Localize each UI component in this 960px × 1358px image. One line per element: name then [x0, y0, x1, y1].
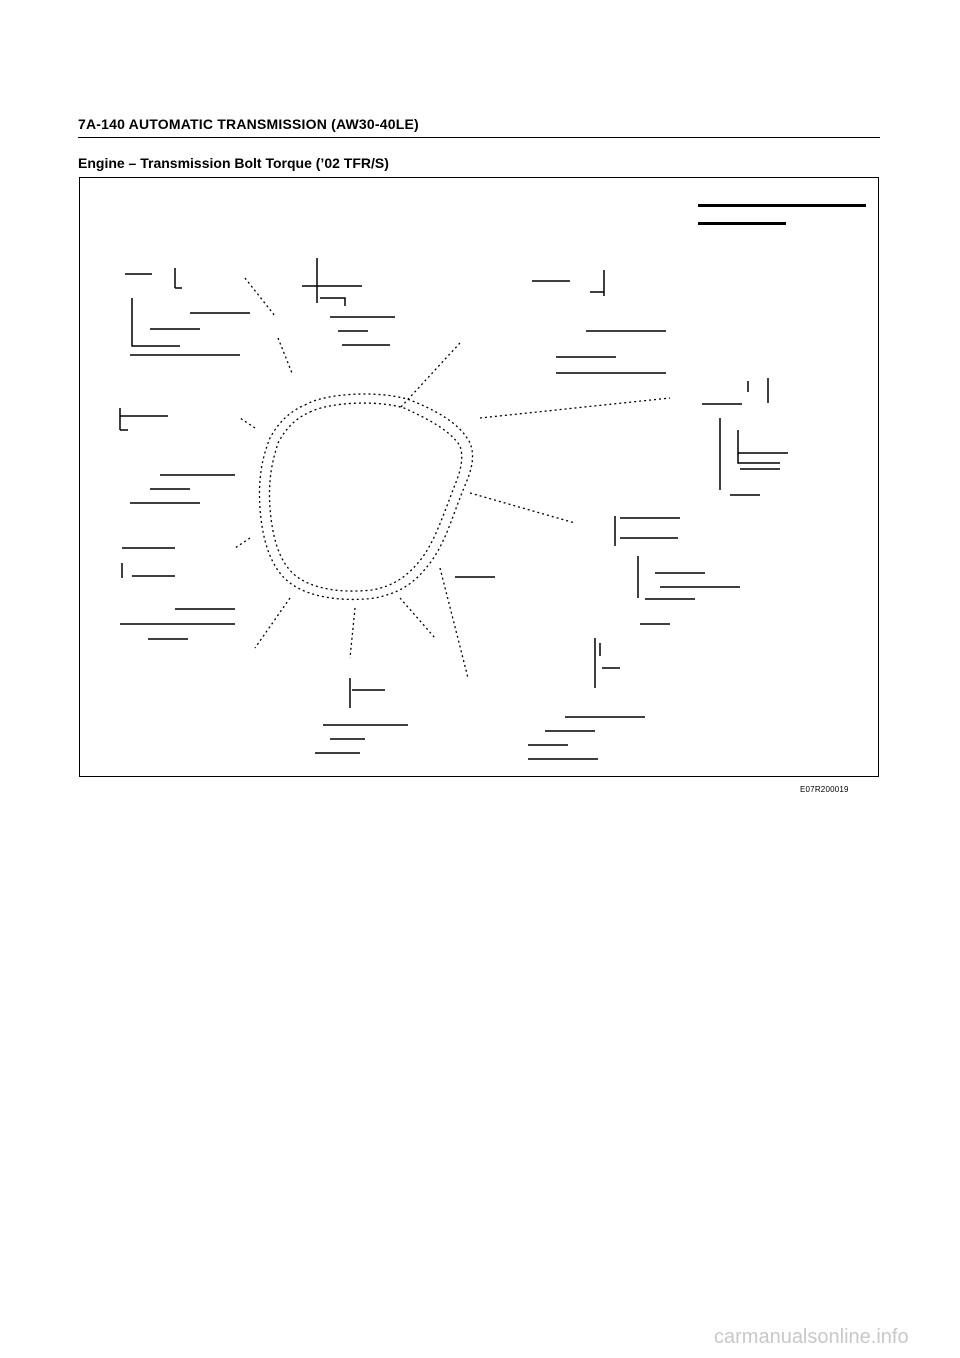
- leader-line-5: [469, 492, 576, 524]
- figure-code: E07R200019: [800, 785, 849, 794]
- watermark-text: carmanualsonline.info: [714, 1326, 909, 1348]
- leader-line-6: [439, 567, 469, 679]
- leader-line-8: [349, 607, 356, 659]
- bolt-torque-figure: [79, 177, 879, 777]
- bolt-symbol-8: [349, 678, 385, 708]
- bolt-symbol-4: [702, 378, 780, 490]
- legend-line-2: [698, 222, 786, 225]
- page-header-title: 7A-140 AUTOMATIC TRANSMISSION (AW30-40LE…: [78, 116, 419, 132]
- leader-line-11: [239, 417, 256, 429]
- bolt-symbol-9: [594, 638, 620, 688]
- bolt-symbol-2: [302, 258, 362, 306]
- bolt-symbol-5: [119, 408, 168, 431]
- header-rule: [78, 137, 880, 138]
- bolt-symbol-6: [614, 516, 680, 598]
- leader-line-4: [479, 397, 671, 419]
- leader-line-1: [244, 277, 276, 317]
- leader-line-10: [234, 537, 251, 549]
- leader-line-7: [399, 597, 436, 639]
- bolt-symbol-3: [532, 270, 605, 296]
- bolt-torque-diagram: [119, 204, 866, 760]
- leader-line-3: [399, 342, 461, 409]
- legend-line-1: [698, 204, 866, 207]
- bolt-symbol-1: [125, 268, 182, 347]
- bell-housing-inner: [268, 402, 463, 592]
- leader-line-2: [277, 337, 293, 374]
- section-title: Engine – Transmission Bolt Torque (’02 T…: [78, 155, 389, 171]
- bolt-symbol-7: [121, 547, 175, 578]
- leader-line-9: [254, 597, 291, 649]
